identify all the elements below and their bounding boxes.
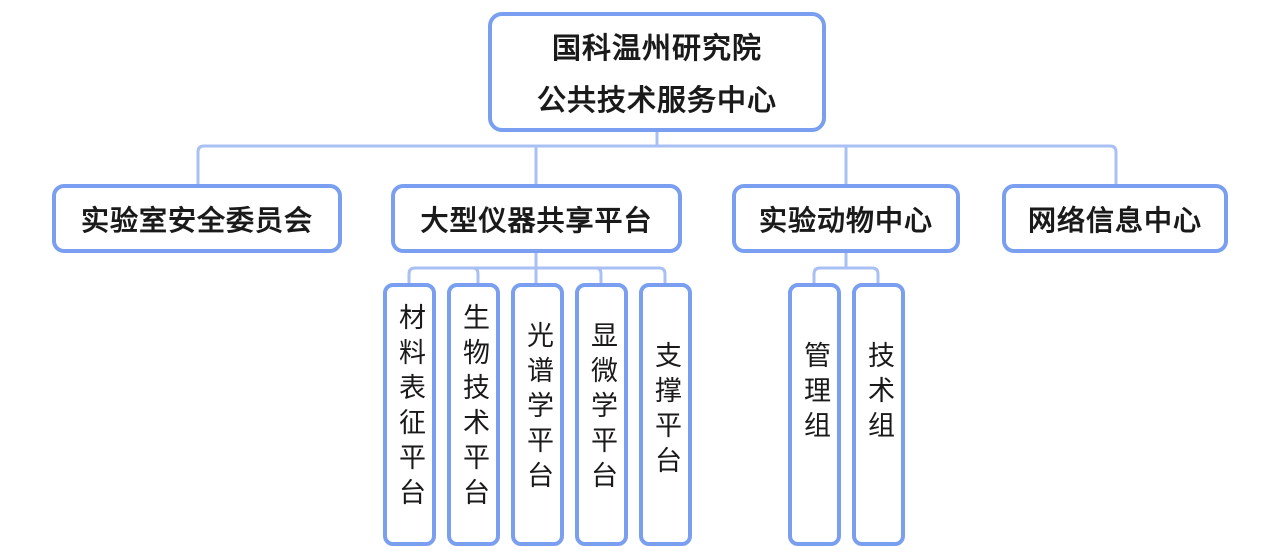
group-technical: 技术组 — [852, 283, 905, 546]
platform-label: 显微学平台 — [586, 321, 617, 496]
platform-spectroscopy: 光谱学平台 — [511, 283, 564, 546]
root-node: 国科温州研究院 公共技术服务中心 — [488, 12, 826, 132]
dept-network-info-center: 网络信息中心 — [1002, 184, 1228, 253]
dept-lab-safety-committee: 实验室安全委员会 — [52, 184, 342, 253]
platform-label: 材料表征平台 — [394, 303, 425, 513]
group-label: 技术组 — [863, 341, 894, 446]
platform-label: 支撑平台 — [650, 341, 681, 481]
dept-instrument-sharing-platform: 大型仪器共享平台 — [391, 184, 682, 253]
platform-label: 光谱学平台 — [522, 321, 553, 496]
connector-level1-bus — [196, 144, 1118, 186]
platform-materials-characterization: 材料表征平台 — [383, 283, 436, 546]
dept-label: 大型仪器共享平台 — [420, 203, 653, 237]
platform-microscopy: 显微学平台 — [575, 283, 628, 546]
connector-animal-bus — [812, 266, 880, 285]
connector-drop-bio — [471, 266, 480, 285]
connector-drop-mic — [594, 266, 603, 285]
root-title-line2: 公共技术服务中心 — [536, 83, 777, 117]
dept-lab-animal-center: 实验动物中心 — [732, 184, 960, 253]
platform-label: 生物技术平台 — [458, 303, 489, 513]
platform-biotechnology: 生物技术平台 — [447, 283, 500, 546]
root-title-line1: 国科温州研究院 — [551, 31, 762, 65]
group-label: 管理组 — [799, 341, 830, 446]
group-management: 管理组 — [788, 283, 841, 546]
dept-label: 实验室安全委员会 — [80, 203, 313, 237]
platform-support: 支撑平台 — [639, 283, 692, 546]
dept-label: 实验动物中心 — [758, 203, 933, 237]
dept-label: 网络信息中心 — [1027, 203, 1202, 237]
